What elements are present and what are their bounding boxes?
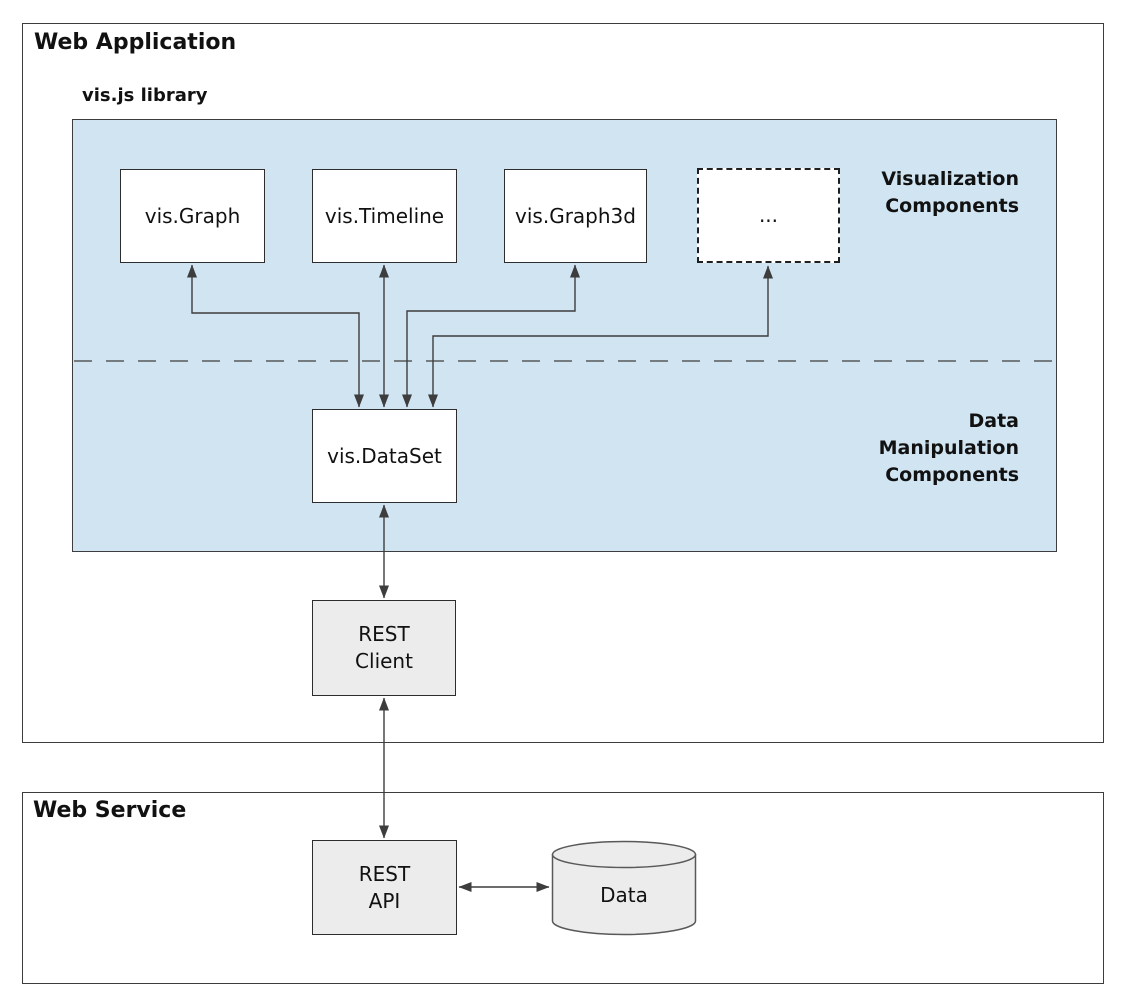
node-vis-timeline-label: vis.Timeline bbox=[324, 203, 445, 228]
node-vis-graph-label: vis.Graph bbox=[144, 203, 241, 228]
visualization-components-label: Visualization Components bbox=[881, 168, 1019, 217]
visjs-library-label: vis.js library bbox=[82, 85, 208, 106]
node-rest-api-label: REST API bbox=[358, 861, 411, 913]
node-vis-dataset-label: vis.DataSet bbox=[327, 443, 442, 468]
node-rest-api: REST API bbox=[312, 840, 457, 935]
node-vis-graph3d-label: vis.Graph3d bbox=[515, 203, 636, 228]
node-rest-client-label: REST Client bbox=[355, 622, 413, 673]
node-data-store-label: Data bbox=[600, 882, 648, 907]
data-manipulation-components-label: Data Manipulation Components bbox=[878, 410, 1019, 486]
node-rest-client: REST Client bbox=[312, 600, 456, 696]
web-service-title: Web Service bbox=[33, 798, 187, 823]
node-more-components: ... bbox=[697, 168, 840, 263]
node-more-components-label: ... bbox=[758, 203, 779, 227]
web-application-title: Web Application bbox=[34, 30, 237, 55]
node-vis-graph3d: vis.Graph3d bbox=[504, 169, 647, 263]
node-vis-dataset: vis.DataSet bbox=[312, 409, 457, 503]
node-data-store: Data bbox=[551, 840, 697, 937]
node-vis-timeline: vis.Timeline bbox=[312, 169, 457, 263]
node-vis-graph: vis.Graph bbox=[120, 169, 265, 263]
database-cylinder-icon bbox=[551, 840, 697, 936]
